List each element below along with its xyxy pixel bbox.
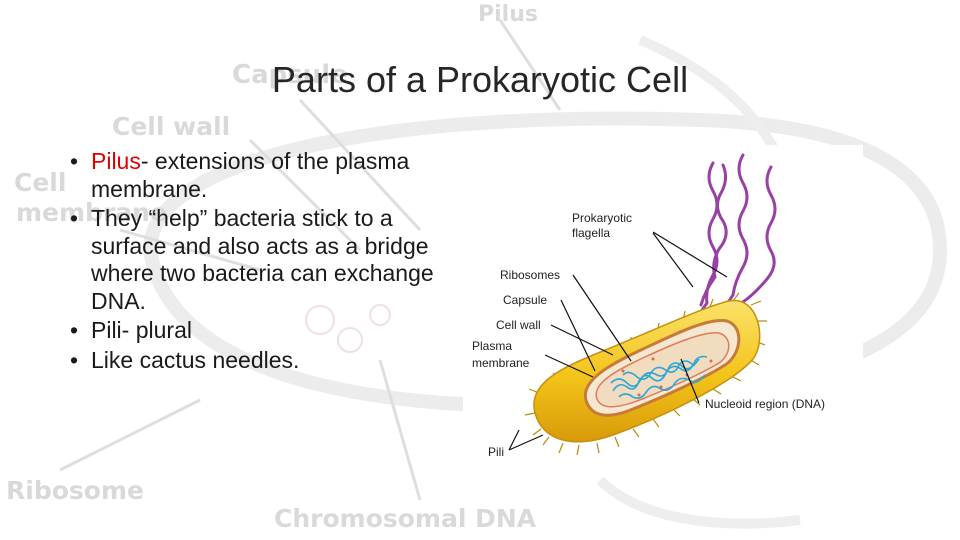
bullet-marker: • <box>70 205 79 231</box>
background-label-pilus: Pilus <box>478 2 538 27</box>
label-nucleoid-region: Nucleoid region (DNA) <box>705 397 825 411</box>
background-label-cell: Cell <box>14 168 67 197</box>
bullet-marker: • <box>70 346 79 373</box>
bullet-item-help: • They “help” bacteria stick to a surface… <box>66 205 466 315</box>
bullet-list: • Pilus- extensions of the plasma membran… <box>66 148 466 376</box>
highlight-term-pilus: Pilus <box>91 148 141 174</box>
label-plasma: Plasma <box>472 339 512 353</box>
label-capsule: Capsule <box>503 293 547 307</box>
background-label-membrane: membrane <box>16 198 167 227</box>
label-prokaryotic: Prokaryotic <box>572 211 632 225</box>
bullet-marker: • <box>70 148 79 174</box>
ribosomes <box>621 357 713 397</box>
bullet-text: - extensions of the plasma membrane. <box>91 148 410 202</box>
nucleoid <box>610 355 708 399</box>
label-ribosomes: Ribosomes <box>500 268 560 282</box>
background-label-chromosomal-dna: Chromosomal DNA <box>274 504 537 533</box>
label-pili: Pili <box>488 445 504 459</box>
label-cell-wall: Cell wall <box>496 318 541 332</box>
bullet-text: They “help” bacteria stick to a surface … <box>91 205 434 314</box>
prokaryotic-cell-illustration: Prokaryotic flagella Ribosomes Capsule C… <box>472 153 825 459</box>
background-label-ribosome: Ribosome <box>6 476 144 505</box>
flagella <box>695 153 777 325</box>
bullet-item-pilus: • Pilus- extensions of the plasma membran… <box>66 148 466 203</box>
bullet-text: Like cactus needles. <box>91 346 300 373</box>
prokaryotic-cell-diagram: Prokaryotic flagella Ribosomes Capsule C… <box>463 145 863 465</box>
label-membrane: membrane <box>472 356 530 370</box>
bullet-marker: • <box>70 317 79 343</box>
label-flagella: flagella <box>572 226 610 240</box>
background-label-capsule: Capsule <box>232 60 348 90</box>
bullet-item-pili-plural: • Pili- plural <box>66 317 466 345</box>
bullet-text: Pili- plural <box>91 317 192 343</box>
slide-title: Parts of a Prokaryotic Cell <box>271 59 689 100</box>
background-label-cell-wall: Cell wall <box>112 112 231 141</box>
bullet-item-cactus: • Like cactus needles. <box>66 347 466 375</box>
label-pointer-lines <box>508 231 728 451</box>
